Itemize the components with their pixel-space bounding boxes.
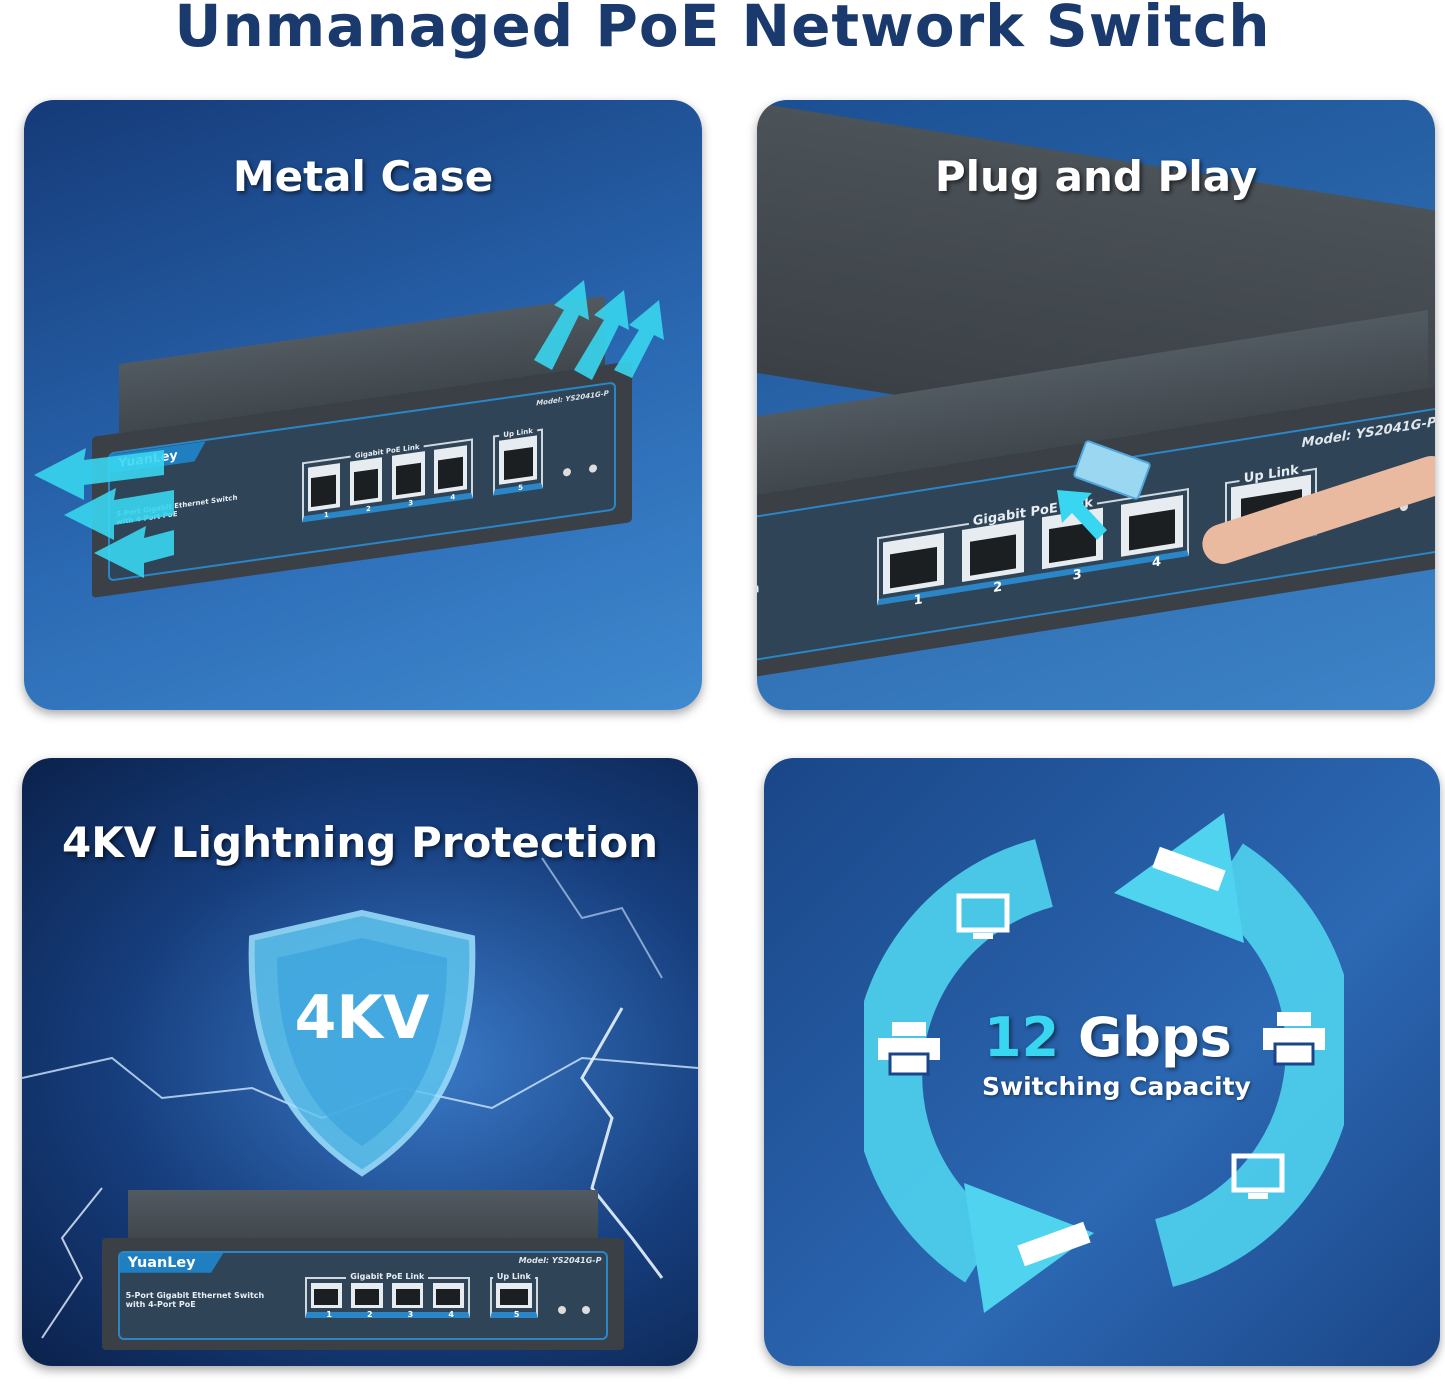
shield-label: 4KV xyxy=(294,983,430,1053)
uplink-port[interactable]: 5 xyxy=(498,435,538,492)
vlan-led xyxy=(581,1305,590,1314)
lightning-protection-panel: 4KV Lightning Protection 4KV YuanLey 5-P… xyxy=(22,758,698,1366)
port-number: 4 xyxy=(1152,554,1162,571)
uplink-port-group: Up Link 5 xyxy=(489,1272,539,1319)
poe-port[interactable]: 2 xyxy=(351,1282,383,1319)
product-description: 5-Port Gigabit Ethernet Switch with 4-Po… xyxy=(757,581,760,647)
product-description: 5-Port Gigabit Ethernet Switch with 4-Po… xyxy=(126,1291,265,1309)
printer-icon xyxy=(878,1022,940,1076)
panel-title: 4KV Lightning Protection xyxy=(61,818,659,867)
poe-port[interactable]: 2 xyxy=(349,457,383,513)
vlan-led xyxy=(588,463,597,473)
port-number: 3 xyxy=(407,1310,414,1320)
capacity-unit: Gbps xyxy=(1077,1006,1232,1069)
poe-group-label: Gigabit PoE Link xyxy=(346,1272,429,1282)
switch-top xyxy=(128,1190,598,1238)
description-line: 5-Port Gigabit Ethernet Switch xyxy=(125,1291,265,1301)
poe-port[interactable]: 4 xyxy=(432,1282,465,1319)
port-number: 3 xyxy=(1072,566,1082,584)
panel-title: Plug and Play xyxy=(934,152,1258,201)
switching-capacity-panel: 12 Gbps Switching Capacity xyxy=(764,758,1440,1366)
shield-icon xyxy=(248,909,476,1177)
poe-port[interactable]: 1 xyxy=(882,533,945,608)
port-number: 1 xyxy=(326,1310,332,1320)
port-number: 1 xyxy=(913,591,923,609)
poe-port[interactable]: 2 xyxy=(962,520,1024,596)
poe-port[interactable]: 1 xyxy=(307,463,341,519)
plug-and-play-panel: Plug and Play YuanLey 5-Port Gigabit Eth… xyxy=(757,100,1435,710)
page-title: Unmanaged PoE Network Switch xyxy=(174,0,1271,60)
poe-port[interactable]: 3 xyxy=(391,451,425,508)
model-label: Model: YS2041G-P xyxy=(518,1256,602,1266)
poe-port[interactable]: 1 xyxy=(310,1282,343,1319)
monitor-icon xyxy=(1231,1153,1285,1199)
capacity-value-row: 12 Gbps xyxy=(984,1006,1232,1069)
uplink-group-label: Up Link xyxy=(492,1272,535,1282)
uplink-port[interactable]: 5 xyxy=(495,1282,533,1319)
port-number: 4 xyxy=(450,492,456,502)
brand-logo: YuanLey xyxy=(119,1252,224,1273)
port-number: 2 xyxy=(993,579,1003,596)
airflow-in-arrow-icon xyxy=(34,448,174,578)
printer-icon xyxy=(1263,1012,1325,1066)
port-number: 3 xyxy=(408,498,414,508)
monitor-icon xyxy=(956,893,1010,939)
poe-port[interactable]: 4 xyxy=(1121,495,1183,570)
uplink-port-group: Up Link 5 xyxy=(492,426,544,496)
capacity-value: 12 xyxy=(984,1006,1060,1069)
metal-case-panel: Metal Case YuanLey 5-Port Gigabit Ethern… xyxy=(24,100,702,710)
poe-port-group: Gigabit PoE Link 1 2 3 4 xyxy=(304,1272,471,1319)
switch-front-panel: YuanLey 5-Port Gigabit Ethernet Switch w… xyxy=(117,1250,609,1341)
insert-arrow-icon xyxy=(1057,490,1107,540)
poe-port[interactable]: 3 xyxy=(391,1282,424,1319)
description-line: with 4-Port PoE xyxy=(125,1300,196,1310)
port-number: 4 xyxy=(448,1310,454,1320)
port-number: 5 xyxy=(518,483,523,493)
power-led xyxy=(557,1305,566,1314)
port-number: 2 xyxy=(366,1310,373,1320)
capacity-label: Switching Capacity xyxy=(982,1072,1251,1101)
panel-title: Metal Case xyxy=(232,152,494,201)
port-number: 1 xyxy=(323,510,329,520)
model-label: Model: YS2041G-P xyxy=(536,389,609,408)
airflow-out-arrow-icon xyxy=(534,280,664,380)
description-line: with 4-Port PoE xyxy=(757,596,760,647)
port-number: 2 xyxy=(366,504,371,514)
poe-port[interactable]: 4 xyxy=(434,445,467,502)
power-led xyxy=(563,467,572,477)
port-number: 5 xyxy=(513,1310,520,1320)
